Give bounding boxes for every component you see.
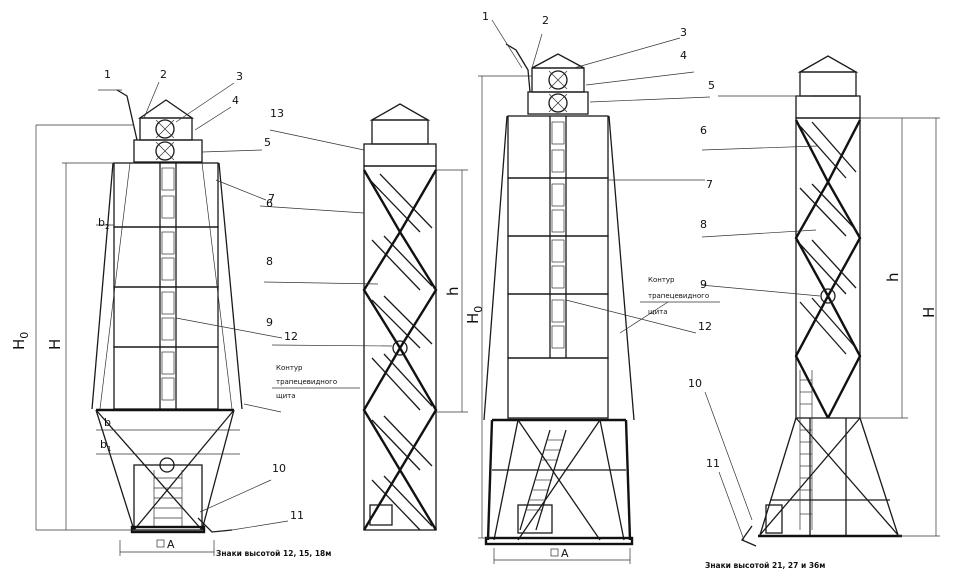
dim-H0-right: H0: [464, 306, 485, 324]
dim-b: b: [104, 416, 111, 429]
callout-1: 1: [104, 68, 111, 81]
callout-r-6: 6: [700, 124, 707, 137]
callout-r-12: 12: [698, 320, 712, 333]
callout-r-9: 9: [700, 278, 707, 291]
callout-r-7: 7: [706, 178, 713, 191]
callout-r-4: 4: [680, 49, 687, 62]
svg-text:H: H: [46, 339, 64, 350]
small-tower-side-view: [362, 103, 468, 531]
callout-3: 3: [236, 70, 243, 83]
svg-text:h: h: [444, 286, 462, 296]
svg-text:H: H: [920, 307, 938, 318]
svg-text:трапецевидного: трапецевидного: [276, 378, 337, 386]
callout-r-5: 5: [708, 79, 715, 92]
dim-A-right: A: [561, 547, 569, 560]
dim-H-left: H: [46, 339, 64, 350]
caption-small-towers: Знаки высотой 12, 15, 18м: [216, 549, 331, 558]
callout-r-3: 3: [680, 26, 687, 39]
svg-text:трапецевидного: трапецевидного: [648, 292, 709, 300]
callout-13: 13: [270, 107, 284, 120]
callout-r-11: 11: [706, 457, 720, 470]
callout-labels: 1 2 3 4 5 7 12 10 11 13 6 8 9 1 2 3 4 5 …: [104, 10, 720, 522]
callout-7: 7: [268, 192, 275, 205]
dim-H0-left: H0: [10, 332, 31, 350]
leader-lines: [98, 19, 821, 541]
dim-A-left: A: [167, 538, 175, 551]
svg-text:H0: H0: [10, 332, 31, 350]
dim-H-right: H: [920, 307, 938, 318]
svg-text:Контур: Контур: [648, 276, 675, 284]
callout-r-2: 2: [542, 14, 549, 27]
dim-b2: b2: [98, 216, 109, 231]
callout-r-1: 1: [482, 10, 489, 23]
callout-9: 9: [266, 316, 273, 329]
svg-text:Контур: Контур: [276, 364, 303, 372]
svg-text:щита: щита: [648, 308, 668, 316]
dim-h-left: h: [444, 286, 462, 296]
small-tower-front-view: [35, 89, 243, 556]
callout-4: 4: [232, 94, 239, 107]
dimension-labels: H0 H b2 b b1 A h H0 A h H: [10, 216, 938, 560]
contour-note-right: Контур трапецевидного щита: [640, 276, 720, 316]
dim-h-right: h: [884, 272, 902, 282]
svg-text:H0: H0: [464, 306, 485, 324]
caption-tall-towers: Знаки высотой 21, 27 и 36м: [705, 561, 825, 570]
callout-r-10: 10: [688, 377, 702, 390]
tall-tower-front-view: [478, 43, 635, 564]
dim-b1: b1: [100, 438, 111, 453]
contour-note-left: Контур трапецевидного щита: [272, 364, 360, 400]
callout-r-8: 8: [700, 218, 707, 231]
callout-10: 10: [272, 462, 286, 475]
callout-2: 2: [160, 68, 167, 81]
callout-6: 6: [266, 197, 273, 210]
callout-11: 11: [290, 509, 304, 522]
svg-text:h: h: [884, 272, 902, 282]
svg-text:щита: щита: [276, 392, 296, 400]
tall-tower-side-view: [741, 55, 940, 547]
callout-12: 12: [284, 330, 298, 343]
callout-8: 8: [266, 255, 273, 268]
callout-5: 5: [264, 136, 271, 149]
